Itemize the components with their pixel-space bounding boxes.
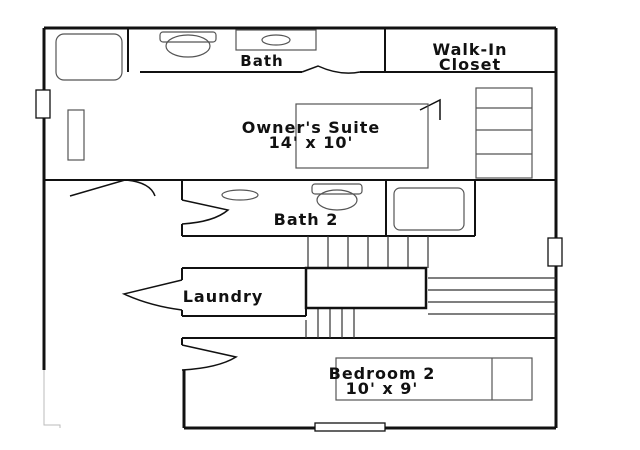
walk-in-closet-label-line2: Closet (439, 55, 501, 74)
bath-label: Bath (240, 52, 283, 70)
bath-2-label: Bath 2 (274, 210, 339, 229)
staircase (305, 236, 556, 338)
door-swings (69, 65, 441, 371)
fixtures (55, 29, 533, 401)
owners-suite-label: Owner's Suite (242, 118, 380, 137)
bedroom-2-size: 10' x 9' (346, 379, 419, 398)
stair-landing (304, 266, 428, 310)
walk-in-closet-label-line1: Walk-In (433, 40, 508, 59)
porch-outline (43, 370, 61, 428)
bedroom-2-label: Bedroom 2 (329, 364, 436, 383)
laundry-label: Laundry (183, 287, 264, 306)
windows (35, 89, 563, 432)
owners-suite-size: 14' x 10' (269, 133, 354, 152)
